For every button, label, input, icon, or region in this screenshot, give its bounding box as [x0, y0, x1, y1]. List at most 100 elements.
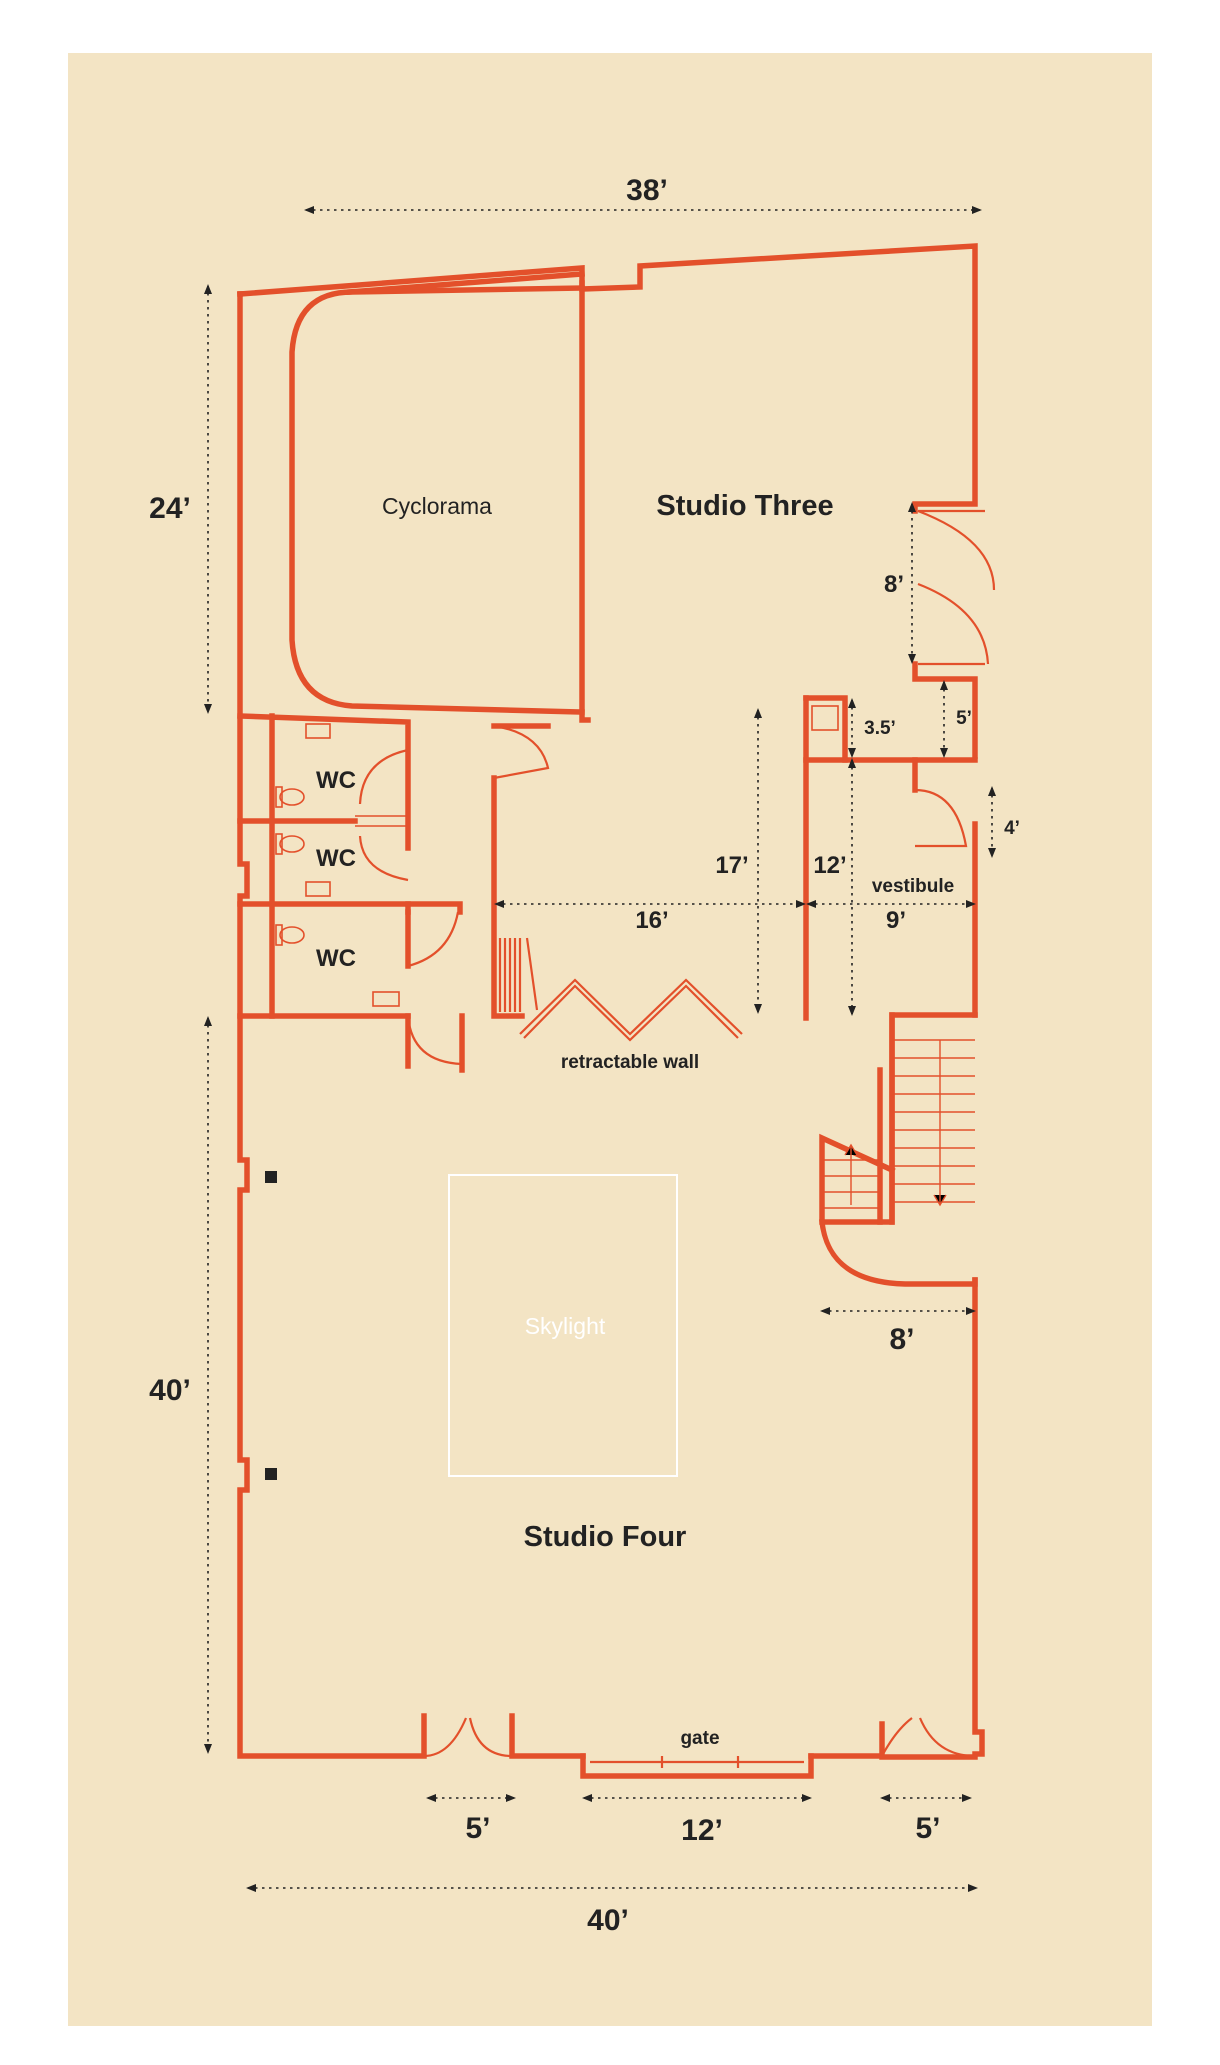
- dim-arrow-bg-r: [802, 1794, 812, 1802]
- dim-label-niche-5: 5’: [956, 708, 972, 729]
- toilet-2-tank: [275, 833, 283, 855]
- outer-left-wall: [237, 291, 427, 1759]
- stair-wall: [819, 1012, 978, 1225]
- dim-label-left-40: 40’: [149, 1374, 191, 1407]
- dim-label-top-38: 38’: [626, 174, 668, 207]
- dim-arrow-bdr-r: [962, 1794, 972, 1802]
- wc-divider-2: [237, 901, 411, 915]
- walls: [237, 243, 985, 1779]
- studio-four-label: Studio Four: [524, 1521, 687, 1553]
- dim-label-closet-3-5: 3.5’: [864, 718, 896, 739]
- dim-label-corridor-12: 12’: [813, 852, 846, 879]
- dim-label-door-4: 4’: [1004, 818, 1020, 839]
- toilet-3: [279, 926, 305, 944]
- retractable-wall-label: retractable wall: [561, 1052, 699, 1073]
- dim-arrow-closet-t: [848, 698, 856, 708]
- dim-arrow-9-r: [966, 900, 976, 908]
- toilet-1: [279, 788, 305, 806]
- door-swing-vestibule: [914, 788, 968, 848]
- dim-label-bottom-door-right: 5’: [915, 1812, 940, 1845]
- dim-arrow-17-t: [754, 708, 762, 718]
- dim-arrow-door-4-t: [988, 786, 996, 796]
- dim-arrow-top-38-r: [972, 206, 982, 214]
- cyclorama-right-wall: [579, 280, 591, 723]
- door-swing-wc2: [358, 835, 409, 882]
- door-swing-cyclorama: [493, 724, 550, 780]
- sink-1: [305, 723, 331, 739]
- outer-top-wall: [237, 243, 978, 514]
- toilet-1-tank: [275, 786, 283, 808]
- retractable-wall-zigzag-2: [523, 984, 739, 1042]
- dim-label-corridor-17: 17’: [715, 852, 748, 879]
- door-swing-wc3: [407, 911, 460, 968]
- outer-bottom-wall-right: [808, 1721, 885, 1759]
- toilet-2: [279, 835, 305, 853]
- dim-arrow-16-l: [494, 900, 504, 908]
- sink-2: [305, 881, 331, 897]
- cyclorama-label: Cyclorama: [382, 493, 492, 519]
- door-swing-wc1: [358, 748, 409, 805]
- dim-label-stair-8: 8’: [889, 1323, 914, 1356]
- dim-arrow-bdr-l: [880, 1794, 890, 1802]
- stair-treads-right: [892, 1039, 975, 1203]
- dim-label-door-8: 8’: [884, 571, 904, 598]
- dim-arrow-top-38-l: [304, 206, 314, 214]
- doors: [358, 509, 996, 1758]
- door-swing-bottom-left-a: [423, 1717, 468, 1758]
- wc-label-1: WC: [316, 767, 356, 794]
- dim-arrow-closet-b: [848, 748, 856, 758]
- dim-arrow-door-4-b: [988, 848, 996, 858]
- dim-arrow-12-b: [848, 1006, 856, 1016]
- dim-arrow-left-40-b: [204, 1744, 212, 1754]
- stair-arrow-down: [933, 1040, 947, 1207]
- gate-label: gate: [680, 1728, 719, 1749]
- fixtures: [275, 705, 839, 1007]
- dim-arrow-b40-l: [246, 1884, 256, 1892]
- wc-label-3: WC: [316, 945, 356, 972]
- dim-arrow-niche-5-t: [940, 680, 948, 690]
- dim-arrow-17-b: [754, 1004, 762, 1014]
- wc-block-outer: [237, 713, 411, 851]
- skylight-label: Skylight: [525, 1313, 606, 1339]
- wc3-right-wall: [405, 901, 463, 915]
- dim-arrow-niche-5-b: [940, 748, 948, 758]
- dim-arrow-bdl-r: [506, 1794, 516, 1802]
- toilet-3-tank: [275, 924, 283, 946]
- dim-arrow-left-40-t: [204, 1016, 212, 1026]
- stair-arrow-up: [844, 1143, 858, 1205]
- dim-arrow-bg-l: [582, 1794, 592, 1802]
- skylight-outline: [448, 1174, 678, 1477]
- stair-inner: [877, 1012, 895, 1225]
- stair-steps-left: [498, 937, 539, 1012]
- dim-arrow-9-l: [806, 900, 816, 908]
- outer-bottom-wall-mid: [509, 1713, 586, 1759]
- dim-label-bottom-gate: 12’: [681, 1814, 723, 1847]
- closet-wall: [803, 695, 848, 763]
- dim-arrow-stair-8-l: [820, 1307, 830, 1315]
- dim-label-width-16: 16’: [635, 907, 668, 934]
- dimension-lines: [204, 206, 996, 1892]
- dim-arrow-left-24-t: [204, 284, 212, 294]
- gate-recess: [580, 1753, 814, 1779]
- outer-right-wall-mid: [912, 661, 978, 759]
- door-swing-corridor: [406, 1015, 463, 1066]
- corridor-wall: [491, 775, 525, 1019]
- column-2: [265, 1468, 277, 1480]
- vestibule-label: vestibule: [872, 876, 954, 897]
- labels: Studio Three Studio Four Cyclorama WC WC…: [149, 174, 1020, 1937]
- stair-treads: [822, 1039, 975, 1209]
- dim-arrow-bdl-l: [426, 1794, 436, 1802]
- door-swing-bottom-left-b: [468, 1717, 513, 1758]
- dim-label-bottom-door-left: 5’: [465, 1812, 490, 1845]
- stair-curve: [818, 1218, 978, 1287]
- closet-sink: [811, 705, 839, 731]
- dim-label-vestibule-9: 9’: [886, 907, 906, 934]
- dim-arrow-12-t: [848, 758, 856, 768]
- dim-arrow-b40-r: [968, 1884, 978, 1892]
- cyclorama-curve: [289, 285, 585, 715]
- column-1: [265, 1171, 277, 1183]
- door-swing-studio-three-upper: [917, 509, 996, 666]
- door-swing-bottom-right-a: [881, 1717, 913, 1757]
- dim-arrow-left-24-b: [204, 704, 212, 714]
